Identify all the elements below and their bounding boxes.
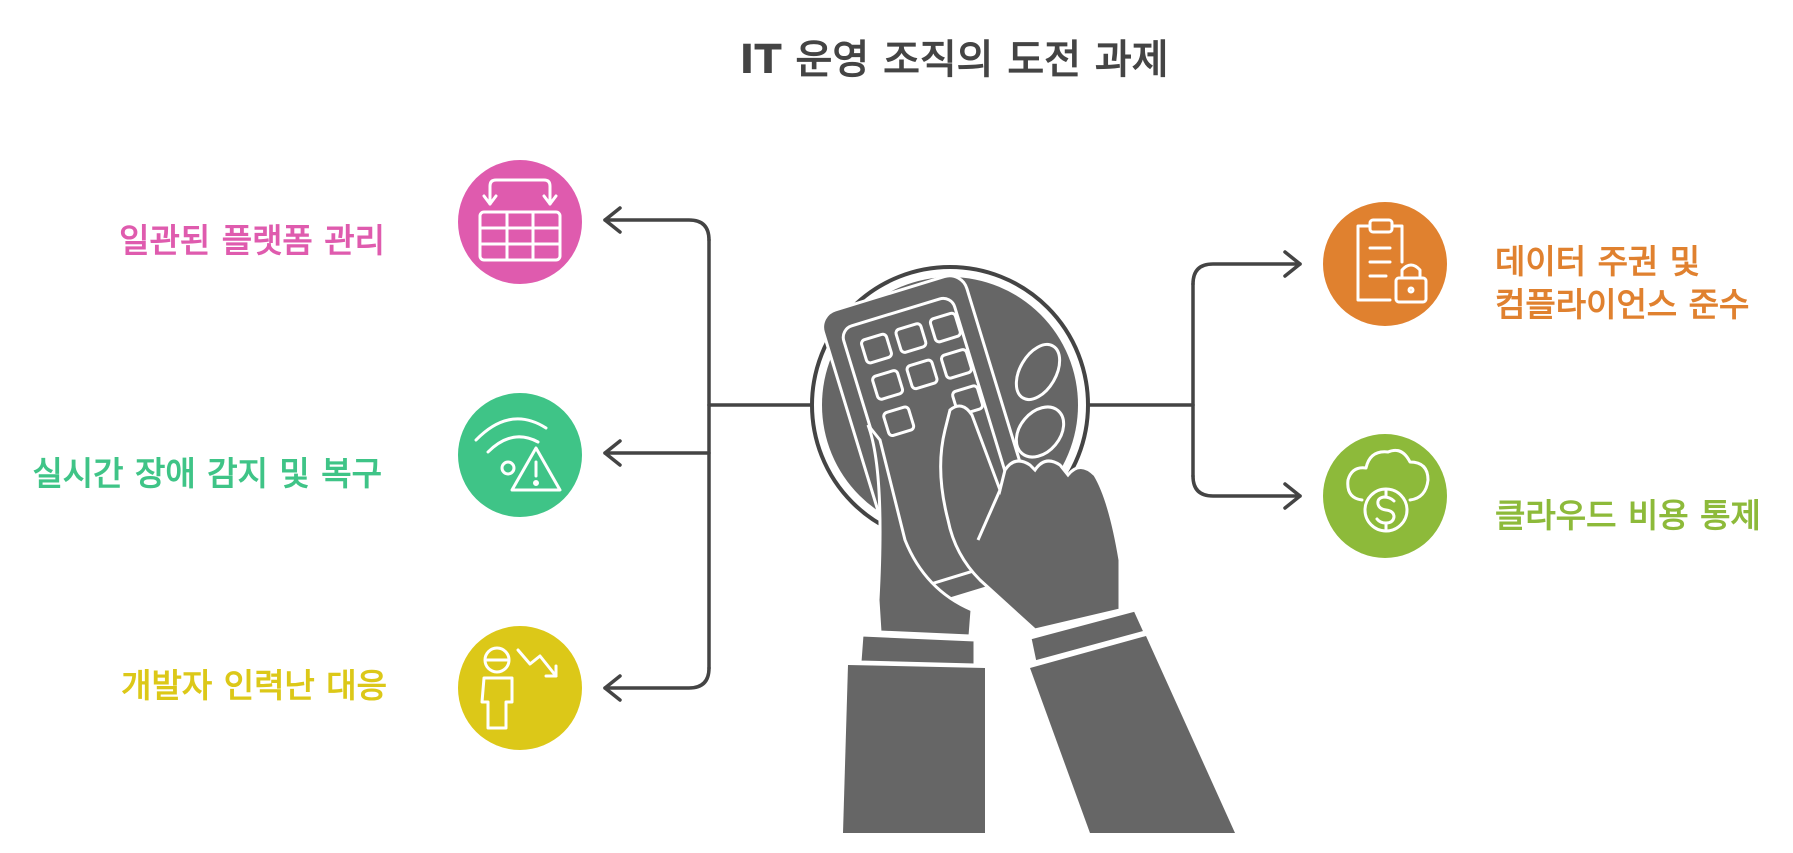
yellow-circle <box>458 626 582 750</box>
calendar-swap-icon <box>478 178 562 262</box>
label-platform-management: 일관된 플랫폼 관리 <box>119 221 385 260</box>
label-data-sovereignty-line1: 데이터 주권 및 <box>1495 242 1700 281</box>
left-item-3: 개발자 인력난 대응 <box>121 626 582 750</box>
label-realtime-recovery: 실시간 장애 감지 및 복구 <box>32 454 382 493</box>
connector-lines <box>603 206 1302 702</box>
left-item-1: 일관된 플랫폼 관리 <box>119 160 582 284</box>
label-cloud-cost: 클라우드 비용 통제 <box>1495 496 1761 535</box>
green-circle <box>458 393 582 517</box>
person-decline-icon <box>480 646 558 730</box>
clipboard-lock-icon <box>1356 218 1428 304</box>
orange-circle <box>1323 202 1447 326</box>
right-item-1: 데이터 주권 및 컴플라이언스 준수 <box>1323 202 1749 326</box>
hands-calculator-icon <box>810 265 1235 833</box>
wifi-warning-icon <box>474 417 562 492</box>
label-developer-shortage: 개발자 인력난 대응 <box>121 666 387 705</box>
diagram-title: IT 운영 조직의 도전 과제 <box>739 37 1168 83</box>
left-item-2: 실시간 장애 감지 및 복구 <box>32 393 582 517</box>
cloud-dollar-icon <box>1346 448 1430 533</box>
right-item-2: 클라우드 비용 통제 <box>1323 434 1761 558</box>
label-data-sovereignty-line2: 컴플라이언스 준수 <box>1495 285 1749 324</box>
label-data-sovereignty: 데이터 주권 및 컴플라이언스 준수 <box>1495 242 1749 324</box>
